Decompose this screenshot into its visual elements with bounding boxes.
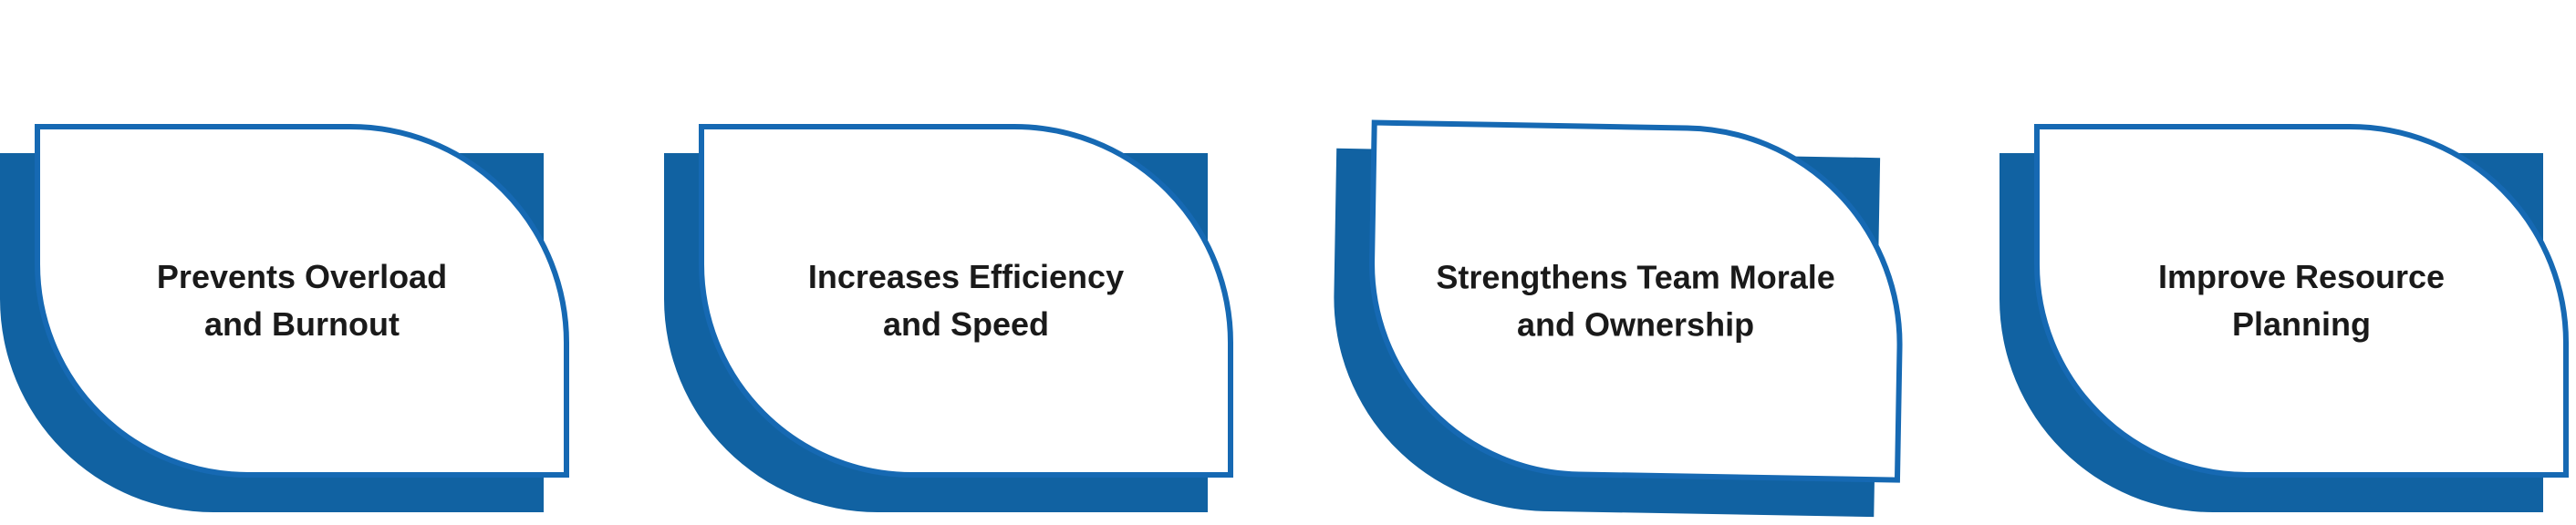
card-label: Improve Resource Planning <box>2158 253 2445 348</box>
card-label: Prevents Overload and Burnout <box>157 253 447 348</box>
card-label-line-1: Prevents Overload <box>156 258 448 295</box>
card-face: Improve Resource Planning <box>2034 124 2569 478</box>
benefit-card-planning: Improve Resource Planning <box>2000 118 2576 520</box>
benefit-card-morale: Strengthens Team Morale and Ownership <box>1330 114 1921 525</box>
benefit-card-overload: Prevents Overload and Burnout <box>0 118 584 520</box>
card-label-line-1: Strengthens Team Morale <box>1436 258 1836 296</box>
card-label-line-1: Improve Resource <box>2157 258 2446 295</box>
card-label: Increases Efficiency and Speed <box>808 253 1124 348</box>
card-label-line-2: Planning <box>2232 305 2371 343</box>
card-label-line-1: Increases Efficiency <box>807 258 1125 295</box>
card-label: Strengthens Team Morale and Ownership <box>1437 254 1835 349</box>
card-label-line-2: and Burnout <box>204 305 400 343</box>
card-label-line-2: and Ownership <box>1517 305 1755 344</box>
benefit-card-efficiency: Increases Efficiency and Speed <box>664 118 1248 520</box>
card-face: Prevents Overload and Burnout <box>35 124 569 478</box>
card-face: Increases Efficiency and Speed <box>699 124 1233 478</box>
card-label-line-2: and Speed <box>882 305 1050 343</box>
